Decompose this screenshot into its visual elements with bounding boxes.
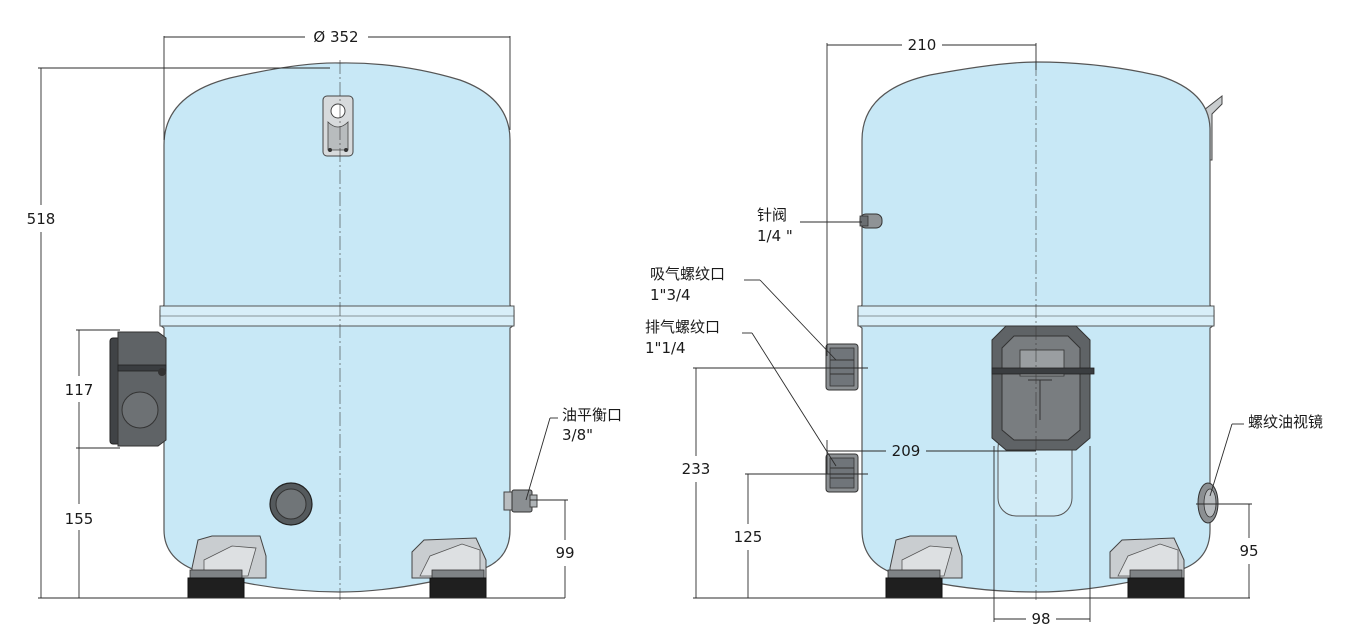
discharge-fitting xyxy=(825,453,859,493)
right-foot-2 xyxy=(1109,537,1185,599)
dim-depth: 210 xyxy=(908,36,937,54)
left-round-port xyxy=(269,482,313,526)
dim-terminal-box-width: 98 xyxy=(1031,610,1050,628)
right-terminal-box xyxy=(991,325,1095,451)
right-dimensions: 210 233 125 209 98 95 针阀 1/4 " xyxy=(645,36,1323,628)
right-foot-1 xyxy=(885,535,963,599)
label-oil-equalizer-size: 3/8" xyxy=(562,426,593,444)
dim-box-base-height: 155 xyxy=(65,510,94,528)
left-foot-1 xyxy=(187,535,267,599)
dim-height-total: 518 xyxy=(27,210,56,228)
dim-box-height: 117 xyxy=(65,381,94,399)
dim-oil-equalizer-height: 99 xyxy=(555,544,574,562)
dim-suction-height: 233 xyxy=(682,460,711,478)
label-discharge: 排气螺纹口 xyxy=(645,318,720,336)
label-sight-glass: 螺纹油视镜 xyxy=(1248,413,1323,431)
label-suction: 吸气螺纹口 xyxy=(650,265,725,283)
sight-glass-fitting xyxy=(1197,482,1219,524)
left-terminal-box xyxy=(109,331,167,447)
lifting-lug xyxy=(322,95,354,157)
suction-fitting xyxy=(825,343,859,391)
dim-diameter: Ø 352 xyxy=(313,28,358,46)
left-view xyxy=(109,60,538,600)
dim-sight-glass-height: 95 xyxy=(1239,542,1258,560)
label-needle-valve: 针阀 xyxy=(757,206,787,224)
label-needle-valve-size: 1/4 " xyxy=(757,227,793,245)
label-oil-equalizer: 油平衡口 xyxy=(562,406,622,424)
left-foot-2 xyxy=(411,537,487,599)
dim-discharge-offset: 209 xyxy=(892,442,921,460)
right-view xyxy=(825,61,1223,600)
dim-discharge-height: 125 xyxy=(734,528,763,546)
left-dimensions: Ø 352 518 117 155 99 油平衡口 3/8" xyxy=(27,28,622,599)
oil-equalizer-fitting xyxy=(503,489,538,513)
label-discharge-size: 1"1/4 xyxy=(645,339,686,357)
needle-valve-fitting xyxy=(859,213,883,229)
label-suction-size: 1"3/4 xyxy=(650,286,691,304)
